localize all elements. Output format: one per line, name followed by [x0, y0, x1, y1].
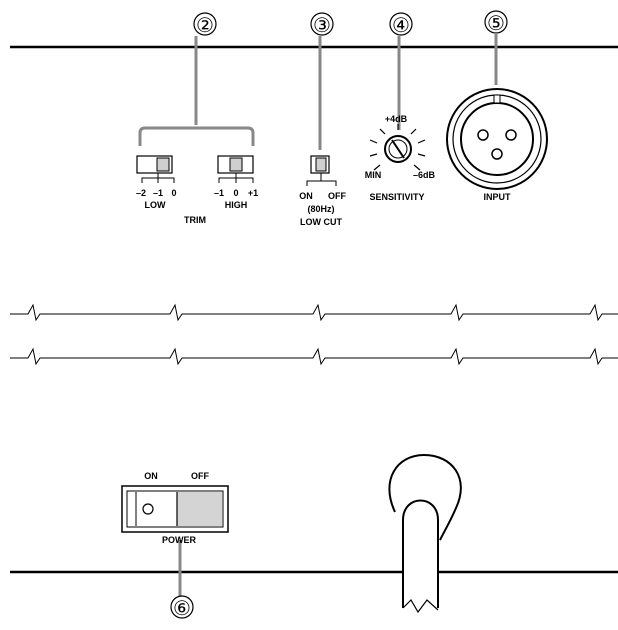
callout-3: ③	[310, 12, 334, 150]
callout-3-label: ③	[313, 15, 331, 37]
trim-low-tick-2: –1	[153, 188, 163, 198]
panel-break-line-lower	[10, 347, 618, 366]
callout-6-label: ⑥	[173, 598, 191, 620]
sensitivity-max-label: +4dB	[385, 114, 408, 124]
sensitivity-min-db-label: –6dB	[413, 170, 436, 180]
trim-low-tick-1: –2	[136, 188, 146, 198]
panel-break-line-upper	[10, 303, 618, 322]
xlr-input-connector[interactable]	[446, 88, 548, 190]
trim-high-label: HIGH	[225, 200, 248, 210]
trim-high-tick-1: –1	[214, 188, 224, 198]
trim-low-ticks	[141, 173, 175, 183]
callout-2-label: ②	[196, 15, 214, 37]
sensitivity-label: SENSITIVITY	[369, 192, 424, 202]
callout-5: ⑤	[484, 10, 508, 85]
lowcut-freq-label: (80Hz)	[307, 204, 334, 214]
power-label: POWER	[162, 535, 197, 545]
trim-high-ticks	[218, 173, 254, 183]
trim-bracket	[138, 126, 255, 146]
trim-low-switch[interactable]	[136, 155, 173, 174]
power-on-label: ON	[144, 471, 158, 481]
lowcut-off-label: OFF	[328, 191, 346, 201]
callout-4: ④	[389, 12, 413, 130]
sensitivity-knob[interactable]	[384, 135, 412, 163]
sensitivity-min-label: MIN	[365, 170, 382, 180]
callout-5-label: ⑤	[487, 13, 505, 35]
trim-high-tick-2: 0	[233, 188, 238, 198]
callout-2: ②	[193, 12, 217, 125]
lowcut-label: LOW CUT	[300, 217, 342, 227]
callout-6: ⑥	[170, 540, 194, 620]
trim-high-switch[interactable]	[217, 155, 254, 174]
trim-high-tick-3: +1	[248, 188, 258, 198]
input-label: INPUT	[484, 192, 512, 202]
lowcut-ticks	[306, 173, 337, 186]
trim-group-label: TRIM	[184, 215, 206, 225]
sensitivity-scale-ticks	[369, 124, 426, 171]
power-cord	[402, 499, 439, 614]
lowcut-on-label: ON	[299, 191, 313, 201]
callout-4-label: ④	[392, 15, 410, 37]
trim-low-tick-3: 0	[171, 188, 176, 198]
power-switch[interactable]	[121, 485, 229, 533]
trim-low-label: LOW	[145, 200, 166, 210]
power-off-label: OFF	[191, 471, 209, 481]
lowcut-switch[interactable]	[310, 155, 330, 174]
